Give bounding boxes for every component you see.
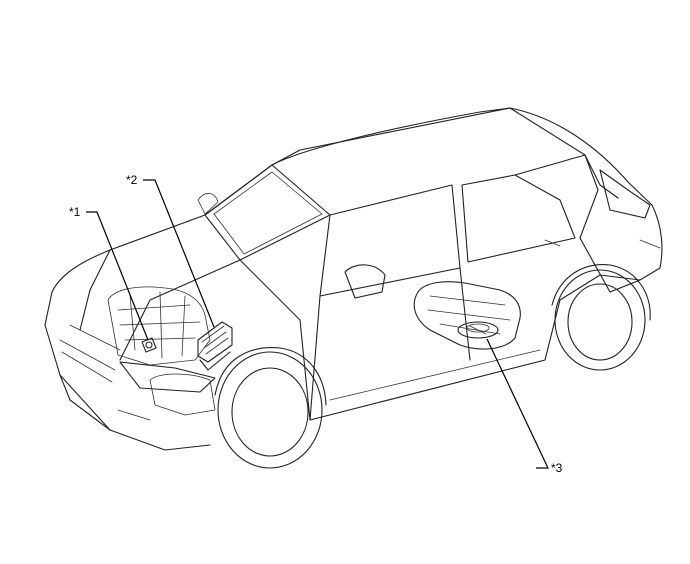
leader-line-1 (86, 211, 149, 341)
component-2-ecu (197, 321, 233, 371)
car-body-outline (44, 107, 663, 451)
callout-leader-lines (86, 179, 549, 469)
front-wheel (214, 347, 327, 469)
callout-label-3: *3 (551, 461, 563, 475)
component-1-sensor (141, 337, 157, 353)
rear-wheel (551, 264, 651, 371)
callout-label-2: *2 (126, 173, 138, 187)
callout-label-1: *1 (69, 205, 81, 219)
leader-line-3 (486, 338, 549, 469)
component-3-fuel-tank (413, 281, 521, 350)
leader-line-2 (143, 179, 215, 328)
